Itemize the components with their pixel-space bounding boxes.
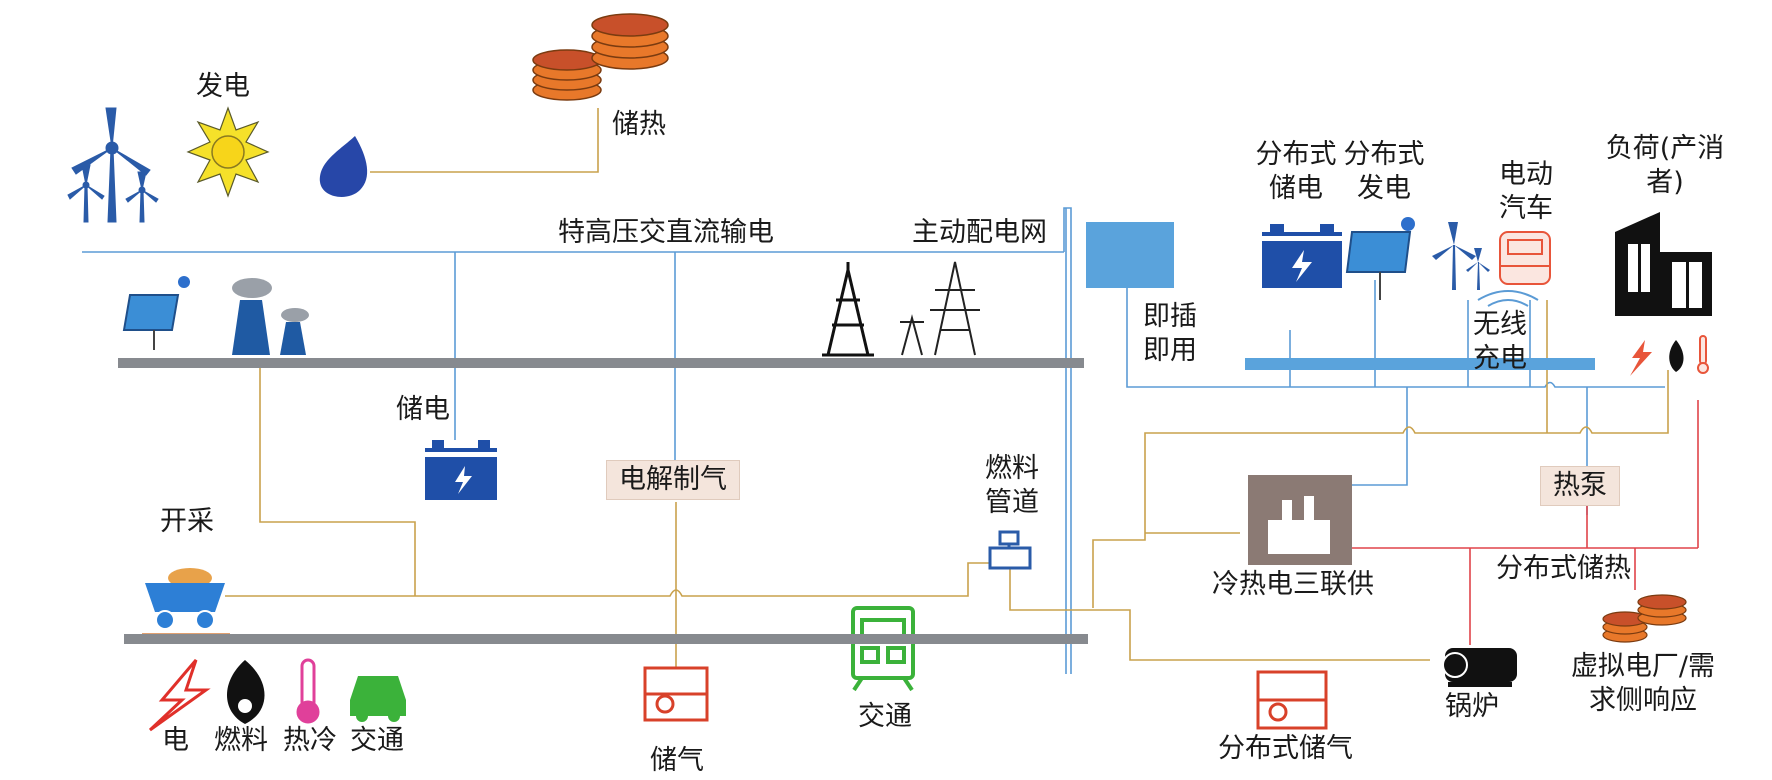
factory-icon	[1248, 475, 1352, 565]
valve-icon	[988, 530, 1032, 570]
label-fuel-pipeline: 燃料管道	[985, 453, 1039, 518]
thermometer-icon	[296, 658, 320, 724]
label-generation: 发电	[196, 71, 250, 102]
label-cchp: 冷热电三联供	[1212, 569, 1374, 600]
label-plug-and-play: 即插即用	[1143, 301, 1197, 366]
heat-storage-icon	[1602, 594, 1687, 643]
solar-panel-icon	[1345, 217, 1415, 300]
lower-bus-bar	[124, 634, 1088, 644]
boiler-icon	[1442, 648, 1517, 687]
upper-bus-bar	[118, 358, 1084, 368]
gas-tank-icon	[1256, 670, 1328, 730]
oil-derrick-icon	[822, 262, 874, 357]
flame-icon	[1669, 340, 1684, 372]
heat-lines	[1345, 400, 1699, 645]
label-gas-storage: 储气	[650, 745, 704, 776]
transmission-tower-icon	[900, 261, 980, 356]
legend-fuel: 燃料	[214, 725, 268, 756]
battery-icon	[1262, 224, 1342, 288]
fuel-lines	[225, 108, 1669, 668]
legend-heat-cold: 热冷	[283, 725, 337, 756]
label-distributed-storage-elec: 分布式储电	[1255, 139, 1337, 204]
label-boiler: 锅炉	[1445, 691, 1499, 722]
gas-tank-icon	[643, 666, 709, 722]
label-wireless-charging: 无线充电	[1473, 309, 1527, 374]
solar-panel-icon	[122, 276, 190, 350]
sun-icon	[186, 106, 270, 198]
label-distributed-heat-storage: 分布式储热	[1496, 553, 1631, 584]
label-distributed-generation: 分布式发电	[1343, 139, 1425, 204]
label-load: 负荷(产消者)	[1605, 133, 1725, 198]
label-ev: 电动汽车	[1499, 159, 1553, 224]
label-electrolysis: 电解制气	[606, 460, 740, 500]
building-icon	[1615, 212, 1712, 316]
label-uhv-transmission: 特高压交直流输电	[558, 217, 774, 248]
thermometer-icon	[1697, 335, 1709, 374]
label-heat-pump: 热泵	[1540, 466, 1620, 506]
label-mining: 开采	[160, 506, 214, 537]
wind-turbine-icon	[1432, 222, 1490, 290]
wireless-icon	[1477, 290, 1539, 307]
plug-play-box	[1086, 222, 1174, 288]
lightning-icon	[1630, 340, 1652, 376]
electric-lines	[82, 207, 1665, 674]
label-transport-center: 交通	[858, 701, 912, 732]
water-drop-icon	[319, 136, 368, 197]
legend-electric: 电	[162, 725, 189, 756]
heat-storage-icon	[532, 13, 669, 101]
distribution-bus-bar	[1245, 358, 1595, 370]
car-icon	[350, 676, 406, 722]
mining-cart-icon	[142, 568, 230, 637]
battery-icon	[425, 440, 497, 500]
label-power-storage: 储电	[396, 394, 450, 425]
power-plant-icon	[232, 278, 309, 355]
lightning-icon	[148, 659, 211, 732]
label-vpp: 虚拟电厂/需求侧响应	[1570, 651, 1716, 716]
electric-car-icon	[1499, 231, 1551, 285]
flame-icon	[226, 660, 265, 724]
legend-transport: 交通	[350, 725, 404, 756]
label-distributed-gas-storage: 分布式储气	[1218, 733, 1353, 764]
label-heat-storage: 储热	[612, 109, 666, 140]
train-icon	[851, 606, 915, 692]
label-active-distribution: 主动配电网	[912, 217, 1047, 248]
wind-turbine-icon	[67, 107, 159, 223]
